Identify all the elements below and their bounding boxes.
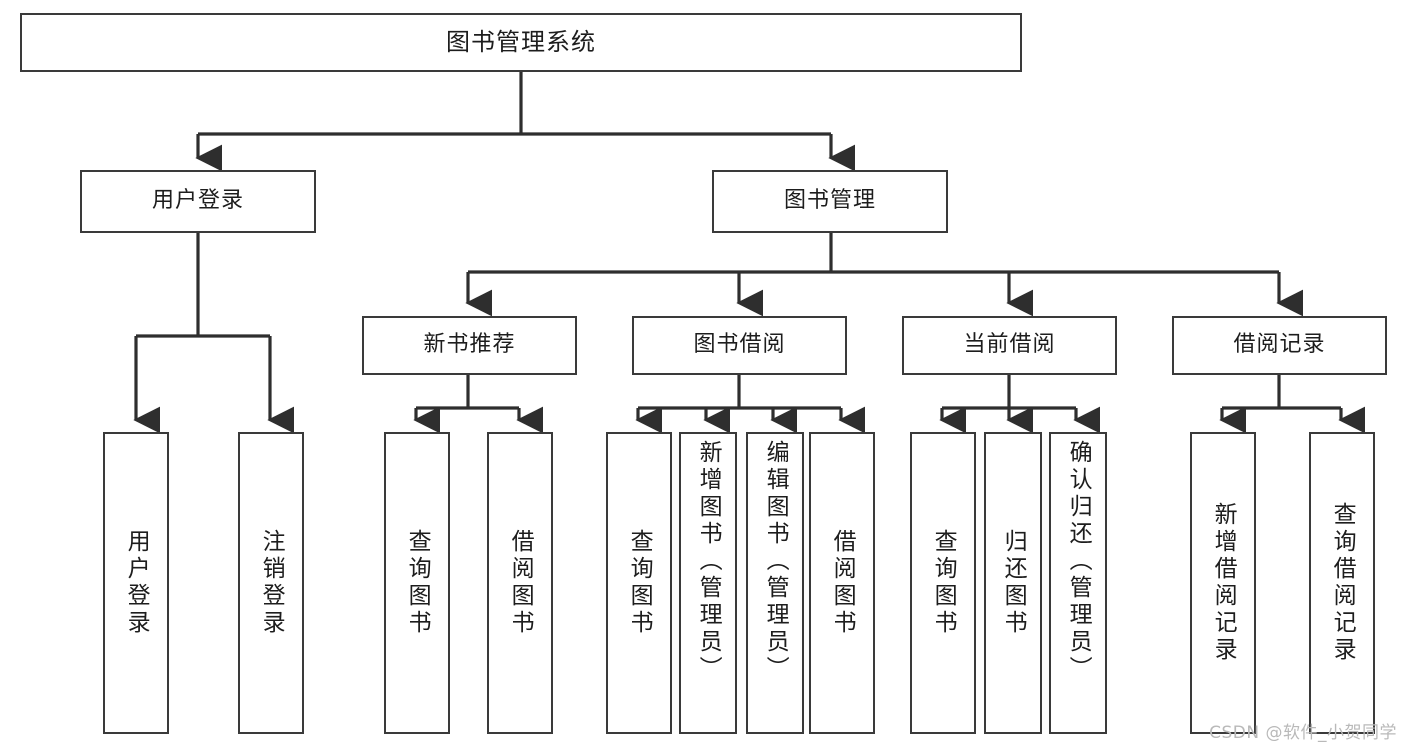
node-label: 新增借阅记录 xyxy=(1210,502,1237,664)
watermark-text: CSDN @软件_小贺同学 xyxy=(1209,723,1397,743)
node-book-borrow[interactable]: 图书借阅 xyxy=(632,316,847,375)
node-current-borrow[interactable]: 当前借阅 xyxy=(902,316,1117,375)
node-book-management-system[interactable]: 图书管理系统 xyxy=(20,13,1022,72)
node-book-management[interactable]: 图书管理 xyxy=(712,170,948,233)
node-borrow-record[interactable]: 借阅记录 xyxy=(1172,316,1387,375)
leaf-query-book-current[interactable]: 查询图书 xyxy=(910,432,976,734)
node-label: 用户登录 xyxy=(123,529,150,637)
node-label: 新书推荐 xyxy=(423,332,516,358)
node-label: 确认归还（管理员） xyxy=(1065,440,1092,683)
node-label: 图书管理系统 xyxy=(446,28,596,57)
node-label: 新增图书（管理员） xyxy=(695,440,722,683)
node-label: 图书管理 xyxy=(783,188,876,214)
node-label: 查询图书 xyxy=(404,529,431,637)
node-label: 查询图书 xyxy=(930,529,957,637)
node-label: 归还图书 xyxy=(1000,529,1027,637)
node-label: 查询图书 xyxy=(626,529,653,637)
leaf-return-book[interactable]: 归还图书 xyxy=(984,432,1042,734)
node-label: 借阅记录 xyxy=(1233,332,1326,358)
leaf-user-login[interactable]: 用户登录 xyxy=(103,432,169,734)
leaf-add-borrow-record[interactable]: 新增借阅记录 xyxy=(1190,432,1256,734)
node-label: 编辑图书（管理员） xyxy=(762,440,789,683)
node-user-login[interactable]: 用户登录 xyxy=(80,170,316,233)
node-label: 注销登录 xyxy=(258,529,285,637)
leaf-query-book-borrow[interactable]: 查询图书 xyxy=(606,432,672,734)
node-new-book-recommend[interactable]: 新书推荐 xyxy=(362,316,577,375)
leaf-edit-book[interactable]: 编辑图书（管理员） xyxy=(746,432,804,734)
leaf-borrow-book-recommend[interactable]: 借阅图书 xyxy=(487,432,553,734)
node-label: 借阅图书 xyxy=(507,529,534,637)
leaf-query-book-recommend[interactable]: 查询图书 xyxy=(384,432,450,734)
node-label: 借阅图书 xyxy=(829,529,856,637)
leaf-borrow-book-borrow[interactable]: 借阅图书 xyxy=(809,432,875,734)
leaf-confirm-return[interactable]: 确认归还（管理员） xyxy=(1049,432,1107,734)
node-label: 当前借阅 xyxy=(963,332,1056,358)
leaf-user-logout[interactable]: 注销登录 xyxy=(238,432,304,734)
node-label: 图书借阅 xyxy=(693,332,786,358)
leaf-query-borrow-record[interactable]: 查询借阅记录 xyxy=(1309,432,1375,734)
node-label: 用户登录 xyxy=(151,188,244,214)
leaf-add-book[interactable]: 新增图书（管理员） xyxy=(679,432,737,734)
node-label: 查询借阅记录 xyxy=(1329,502,1356,664)
